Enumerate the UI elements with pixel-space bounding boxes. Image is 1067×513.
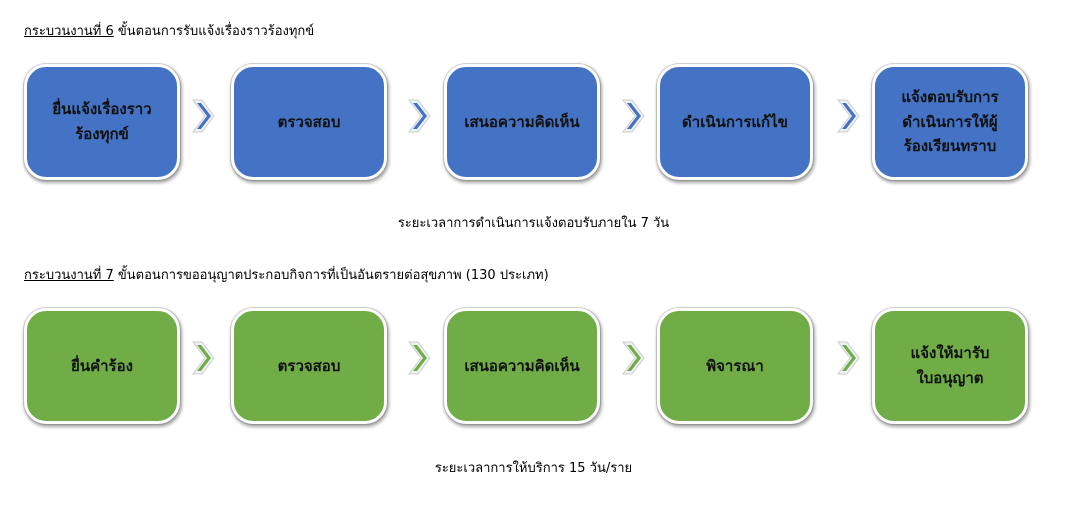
step-box: เสนอความคิดเห็น (444, 64, 600, 180)
step-box: ตรวจสอบ (231, 64, 387, 180)
process-6-note: ระยะเวลาการดำเนินการแจ้งตอบรับภายใน 7 วั… (397, 216, 670, 231)
title-prefix: กระบวนงานที่ 7 (24, 268, 114, 283)
chevron-right-icon (835, 98, 861, 134)
chevron-right-icon (190, 98, 216, 134)
chevron-right-icon (835, 340, 861, 376)
process-7-note: ระยะเวลาการให้บริการ 15 วัน/ราย (434, 461, 633, 476)
process-7-title: กระบวนงานที่ 7 ขั้นตอนการขออนุญาตประกอบก… (24, 264, 549, 285)
step-box: เสนอความคิดเห็น (444, 308, 600, 424)
step-box: ยื่นคำร้อง (24, 308, 180, 424)
step-box: ดำเนินการแก้ไข (657, 64, 813, 180)
title-rest: ขั้นตอนการขออนุญาตประกอบกิจการที่เป็นอัน… (113, 268, 549, 283)
step-box: แจ้งตอบรับการ ดำเนินการให้ผู้ ร้องเรียนท… (872, 64, 1028, 180)
step-box: ตรวจสอบ (231, 308, 387, 424)
chevron-right-icon (620, 98, 646, 134)
step-box: ยื่นแจ้งเรื่องราว ร้องทุกข์ (24, 64, 180, 180)
step-box: แจ้งให้มารับ ใบอนุญาต (872, 308, 1028, 424)
process-6-title: กระบวนงานที่ 6 ขั้นตอนการรับแจ้งเรื่องรา… (24, 20, 314, 41)
chevron-right-icon (406, 340, 432, 376)
chevron-right-icon (406, 98, 432, 134)
title-rest: ขั้นตอนการรับแจ้งเรื่องราวร้องทุกข์ (113, 24, 315, 39)
title-prefix: กระบวนงานที่ 6 (24, 24, 114, 39)
chevron-right-icon (190, 340, 216, 376)
chevron-right-icon (620, 340, 646, 376)
step-box: พิจารณา (657, 308, 813, 424)
